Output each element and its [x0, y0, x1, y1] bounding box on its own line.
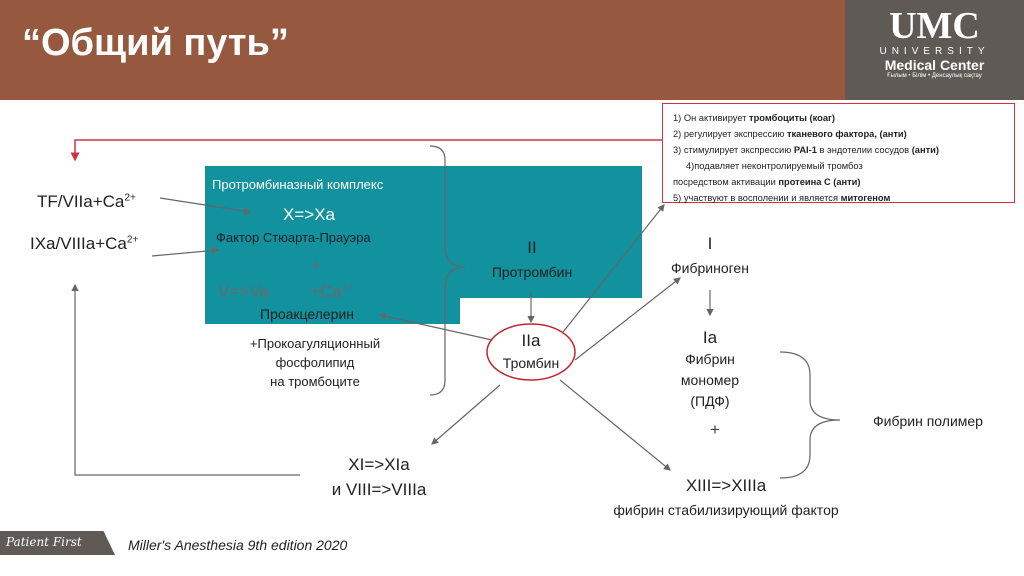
v-to-va: V=>Va — [218, 282, 269, 301]
xi-to-xia: XI=>XIa — [348, 455, 410, 474]
tf-viia-label: TF/VIIa+Ca2+ — [37, 192, 137, 211]
umc-logo: UMC UNIVERSITY Medical Center Ғылым • Бі… — [845, 0, 1024, 100]
citation: Miller's Anesthesia 9th edition 2020 — [128, 537, 348, 553]
prothrombinase-complex-box — [205, 166, 642, 324]
factor-iia: IIa — [521, 331, 541, 350]
thrombin-functions-box: 1) Он активирует тромбоциты (коаг) 2) ре… — [662, 103, 1015, 203]
fibrin-1: Фибрин — [685, 351, 735, 367]
fibrin-polymer: Фибрин полимер — [873, 413, 983, 429]
viii-to-viiia: и VIII=>VIIIa — [331, 480, 427, 499]
logo-line2: Medical Center — [884, 57, 985, 73]
plus-sign: + — [311, 256, 321, 275]
fibrin-2: мономер — [680, 372, 740, 388]
fibrin-3: (ПДФ) — [690, 393, 730, 409]
factor-ii: II — [527, 238, 537, 257]
thrombin-ellipse — [486, 323, 576, 381]
x-to-xa: X=>Xa — [283, 205, 335, 224]
feedback-red-line — [70, 139, 662, 162]
logo-mark: UMC — [889, 5, 980, 47]
note-line: посредством активации протеина С (анти) — [673, 177, 861, 187]
phospholipid-1: +Прокоагуляционный — [249, 336, 381, 351]
ixa-viiia-label: IXa/VIIIa+Ca2+ — [30, 234, 139, 253]
note-line: 4)подавляет неконтролируемый тромбоз — [686, 161, 863, 171]
calcium-label: +Ca2+ — [310, 282, 354, 301]
patient-first-text: Patient First — [6, 535, 82, 549]
factor-i: I — [707, 234, 713, 253]
slide-title: “Общий путь” — [22, 22, 289, 64]
logo-line3: Ғылым • Білім • Денсаулық сақтау — [887, 73, 982, 79]
stuart-factor: Фактор Стюарта-Прауэра — [216, 230, 371, 245]
logo-line1: UNIVERSITY — [879, 46, 990, 57]
note-line: 2) регулирует экспрессию тканевого факто… — [673, 129, 907, 139]
phospholipid-3: на тромбоците — [270, 374, 360, 389]
prothrombin: Протромбин — [491, 264, 573, 280]
factor-ia: Ia — [702, 328, 718, 347]
phospholipid-2: фосфолипид — [275, 355, 355, 370]
complex-title: Протромбиназный комплекс — [212, 177, 384, 192]
plus-sign-2: + — [710, 420, 720, 439]
xiii-to-xiiia: XIII=>XIIIa — [685, 476, 767, 495]
note-line: 1) Он активирует тромбоциты (коаг) — [673, 113, 835, 123]
thrombin: Тромбин — [502, 355, 560, 371]
note-line: 5) участвуют в восполении и является мит… — [673, 193, 891, 203]
proaccelerin: Проакцелерин — [260, 306, 355, 322]
patient-first-ribbon: Patient First — [0, 531, 115, 555]
stabilizing-factor: фибрин стабилизирующий фактор — [613, 502, 839, 518]
fibrinogen: Фибриноген — [671, 260, 749, 276]
note-line: 3) стимулирует экспрессию PAI-1 в эндоте… — [673, 145, 939, 155]
